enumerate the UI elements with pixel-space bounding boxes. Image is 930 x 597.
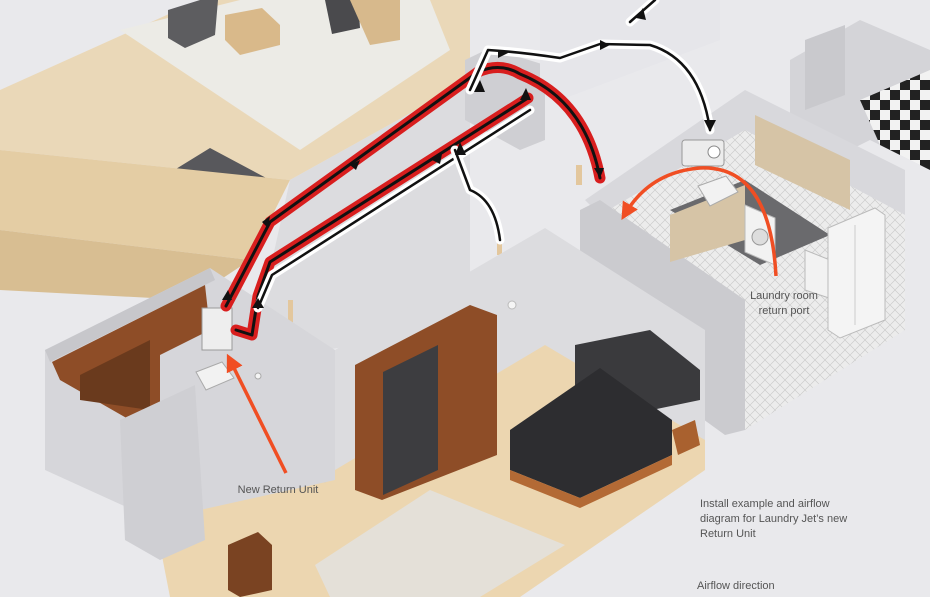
desk: [350, 0, 400, 45]
laundry-room-return-port-label: Laundry room return port: [750, 290, 818, 317]
bed-frame: [510, 455, 672, 508]
side-table: [228, 532, 272, 597]
airflow-direction-label: Airflow direction: [697, 580, 775, 592]
dining-chair: [325, 0, 360, 34]
washer-icon: [751, 228, 769, 246]
laundry-room-back-wall: [585, 90, 905, 215]
laundry-basket-icon: [697, 175, 739, 207]
wardrobe-doors: [383, 345, 438, 495]
shelving-inner: [80, 340, 150, 410]
bed: [510, 368, 672, 498]
upper-right-floor: [540, 0, 720, 100]
return-unit-arrow: [226, 353, 288, 474]
upper-cabinets: [755, 115, 850, 210]
left-room-top: [45, 268, 215, 362]
return-unit-icon: [201, 307, 233, 351]
bath-cabinet: [805, 25, 845, 110]
airflow-arrows: [222, 8, 716, 308]
wall-light: [507, 300, 517, 310]
refrigerator-icon: [827, 207, 886, 339]
base-cabinets: [670, 185, 745, 262]
laundry-port-arrow: [621, 166, 778, 277]
return-unit-basket: [195, 361, 235, 391]
wall-post: [576, 165, 582, 185]
left-room-side: [120, 385, 205, 560]
bathroom-floor: [860, 70, 930, 170]
hall-floor: [0, 150, 290, 260]
coffee-table: [225, 8, 280, 55]
armchair: [168, 0, 218, 48]
nightstand: [672, 420, 700, 455]
new-return-unit-label: New Return Unit: [237, 484, 319, 496]
diagram-caption: Install example and airflow diagram for …: [700, 498, 848, 540]
wall-post: [288, 300, 293, 330]
bedroom-rug: [315, 490, 565, 597]
